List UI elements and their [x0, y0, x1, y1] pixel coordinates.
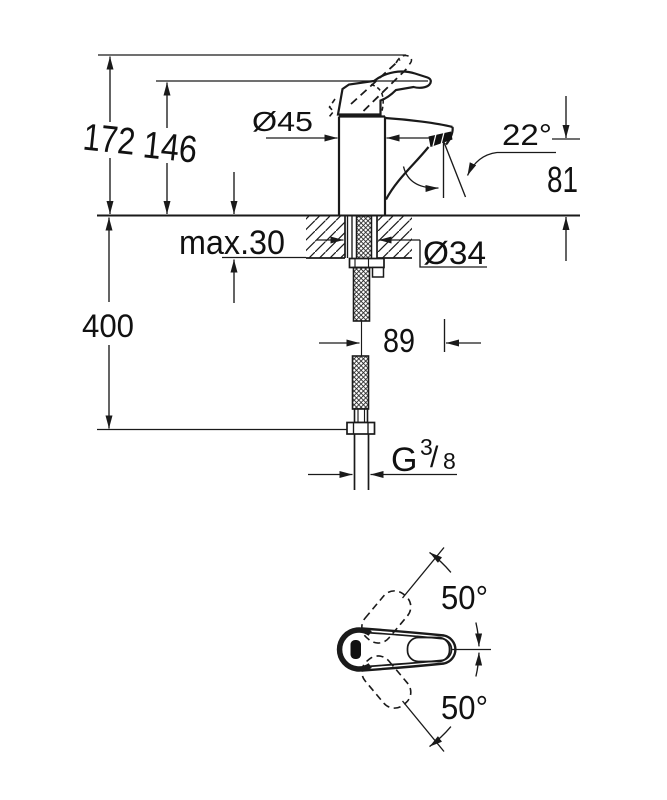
hose-end-fitting [353, 408, 369, 424]
dimension-hole-diameter: Ø34 [317, 235, 487, 271]
dim-400-label: 400 [82, 308, 134, 344]
swivel-arc-upper-in [475, 622, 483, 647]
swivel-arc-lower-in [475, 652, 483, 677]
threaded-shank [355, 215, 373, 260]
side-view: 172 146 max.30 Ø45 22° 81 [81, 54, 580, 490]
spout-top-edge [384, 116, 453, 129]
dimension-spout-reach: 89 [319, 319, 481, 359]
dim-d34-leader-step [419, 240, 487, 268]
dimension-hose-length: 400 [82, 217, 347, 431]
lever-pivot-dashed-arc [370, 83, 384, 112]
dimension-overall-height: 172 [81, 56, 137, 214]
dimension-body-diameter: Ø45 [252, 106, 431, 142]
dim-172-label: 172 [81, 117, 137, 164]
flex-hose-upper [352, 266, 371, 322]
dim-d45-label: Ø45 [252, 106, 313, 137]
aerator-slit2 [440, 132, 445, 145]
lever-raised-dashed-back [328, 98, 336, 117]
angle-label-leader [466, 151, 556, 176]
swivel-upper-label: 50° [441, 579, 488, 616]
lever-handle-side [336, 70, 432, 116]
swivel-arc-upper-out [429, 551, 452, 573]
swivel-lower-label: 50° [441, 689, 488, 726]
swivel-arc-lower-out [429, 726, 452, 748]
lever-pivot-knob [336, 627, 372, 672]
spout-angle-construction [402, 140, 556, 198]
counter-hatch-left [306, 216, 345, 258]
dim-d34-label: Ø34 [423, 235, 486, 271]
angle-slanted-line [442, 140, 467, 198]
lever-raised-dashed-tip [395, 54, 413, 68]
plan-view: 50° 50° [336, 547, 491, 752]
dim-146-label: 146 [141, 124, 199, 171]
lever-raised-dashed-edge1 [350, 58, 401, 105]
hex-connection-nut [346, 421, 376, 435]
dim-22deg-label: 22° [502, 119, 552, 152]
dim-81-label: 81 [547, 159, 578, 200]
clamp-piece [371, 266, 385, 278]
mounting-shank [346, 215, 385, 490]
dim-89-label: 89 [383, 322, 415, 359]
dimension-outlet-height: 81 [547, 96, 580, 261]
aerator-outlet [428, 131, 453, 147]
counter-hatch-right [377, 216, 412, 258]
lever-pivot-marker [350, 640, 361, 659]
angle-swing-arc [402, 166, 439, 192]
lever-plan-inner [365, 631, 453, 668]
lever-plan-top-surface [406, 636, 451, 663]
lever-raised-dashed-edge2 [362, 65, 410, 112]
flex-hose-lower [351, 355, 370, 410]
dim-max30-label: max.30 [179, 224, 285, 262]
aerator-slit1 [432, 133, 437, 147]
dimension-deck-thickness: max.30 [179, 172, 306, 303]
dimension-lever-height: 146 [141, 82, 199, 214]
